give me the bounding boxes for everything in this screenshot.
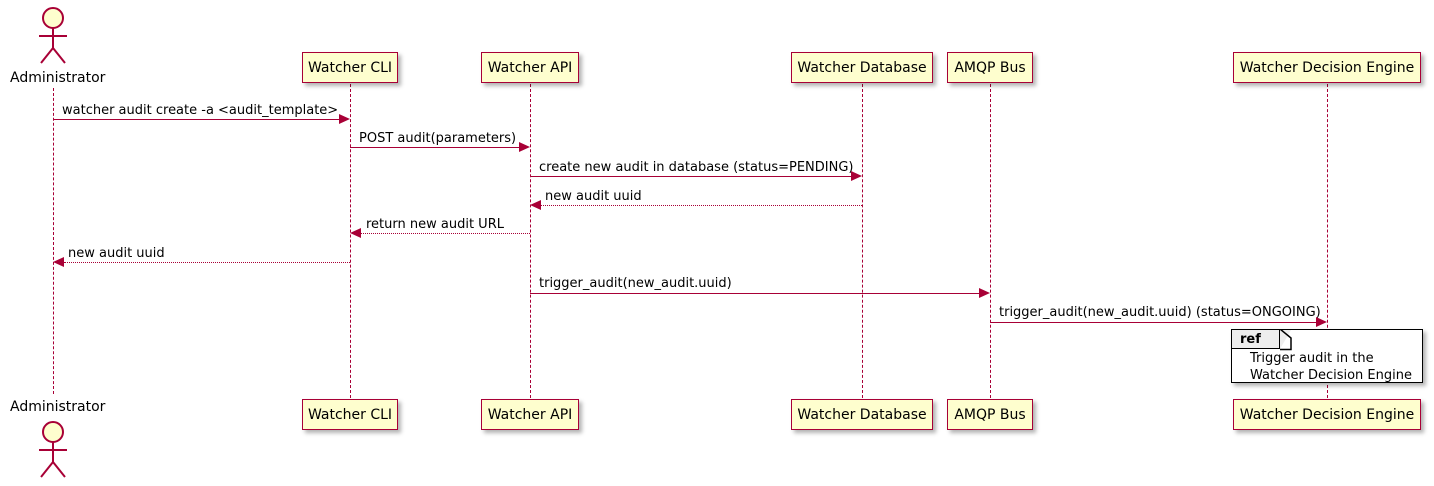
participant-label-amqp-bus-bottom: AMQP Bus [954,406,1026,423]
lifeline-watcher-api [530,84,531,398]
message-line-post-audit [350,147,519,148]
participant-label-watcher-database-top: Watcher Database [797,59,927,76]
participant-box-watcher-api-top[interactable]: Watcher API [481,52,579,83]
arrow-head-return-new-audit-url [350,228,361,238]
message-line-new-audit-uuid-cli [64,262,350,263]
participant-label-watcher-cli-top: Watcher CLI [307,59,393,76]
ref-fragment-box: ref Trigger audit in the Watcher Decisio… [1231,329,1423,383]
ref-fragment-tab-corner-icon [1280,330,1291,349]
participant-box-amqp-bus-top[interactable]: AMQP Bus [947,52,1033,83]
message-line-watcher-audit-create [53,119,339,120]
message-line-trigger-audit-ongoing [990,322,1316,323]
arrow-head-trigger-audit-ongoing [1316,317,1327,327]
participant-box-watcher-decision-engine-top[interactable]: Watcher Decision Engine [1233,52,1421,83]
message-label-trigger-audit-ongoing: trigger_audit(new_audit.uuid) (status=ON… [999,305,1321,320]
participant-box-watcher-database-bottom[interactable]: Watcher Database [791,399,933,430]
lifeline-watcher-decision-engine [1327,84,1328,398]
participant-box-watcher-api-bottom[interactable]: Watcher API [481,399,579,430]
lifeline-watcher-cli [350,84,351,398]
participant-label-watcher-api-top: Watcher API [487,59,573,76]
participant-box-watcher-cli-top[interactable]: Watcher CLI [302,52,398,83]
participant-label-administrator-bottom: Administrator [10,399,106,415]
arrow-head-new-audit-uuid-cli [53,257,64,267]
arrow-head-new-audit-uuid-db [530,200,541,210]
participant-label-watcher-decision-engine-bottom: Watcher Decision Engine [1239,406,1415,423]
participant-label-watcher-decision-engine-top: Watcher Decision Engine [1239,59,1415,76]
ref-fragment-tab: ref [1232,330,1280,349]
message-line-new-audit-uuid-db [541,205,862,206]
lifeline-amqp-bus [990,84,991,398]
actor-icon-administrator-bottom [39,421,67,478]
participant-label-administrator-top: Administrator [10,70,106,86]
ref-fragment-tab-label: ref [1240,331,1261,347]
message-label-trigger-audit: trigger_audit(new_audit.uuid) [539,276,732,291]
message-line-return-new-audit-url [361,233,530,234]
participant-box-watcher-decision-engine-bottom[interactable]: Watcher Decision Engine [1233,399,1421,430]
message-line-trigger-audit [530,293,979,294]
message-label-new-audit-uuid-cli: new audit uuid [68,246,165,261]
arrow-head-post-audit [519,142,530,152]
lifeline-watcher-database [862,84,863,398]
participant-label-watcher-database-bottom: Watcher Database [797,406,927,423]
participant-box-amqp-bus-bottom[interactable]: AMQP Bus [947,399,1033,430]
message-label-watcher-audit-create: watcher audit create -a <audit_template> [62,103,339,118]
ref-fragment-line-2: Watcher Decision Engine [1250,368,1412,383]
message-label-create-new-audit: create new audit in database (status=PEN… [539,160,854,175]
arrow-head-watcher-audit-create [339,114,350,124]
ref-fragment-body: Trigger audit in the Watcher Decision En… [1232,350,1422,384]
lifeline-administrator [53,88,54,394]
ref-fragment-line-1: Trigger audit in the [1250,351,1374,366]
participant-label-amqp-bus-top: AMQP Bus [954,59,1026,76]
participant-box-watcher-cli-bottom[interactable]: Watcher CLI [302,399,398,430]
message-label-return-new-audit-url: return new audit URL [366,217,504,232]
ref-fragment-tab-corner-outline-icon [1280,330,1292,351]
participant-label-watcher-cli-bottom: Watcher CLI [307,406,393,423]
message-label-post-audit: POST audit(parameters) [359,131,517,146]
participant-box-watcher-database-top[interactable]: Watcher Database [791,52,933,83]
participant-label-watcher-api-bottom: Watcher API [487,406,573,423]
arrow-head-create-new-audit [851,171,862,181]
message-line-create-new-audit [530,176,851,177]
actor-icon-administrator-top [39,7,67,64]
message-label-new-audit-uuid-db: new audit uuid [545,189,642,204]
arrow-head-trigger-audit [979,288,990,298]
